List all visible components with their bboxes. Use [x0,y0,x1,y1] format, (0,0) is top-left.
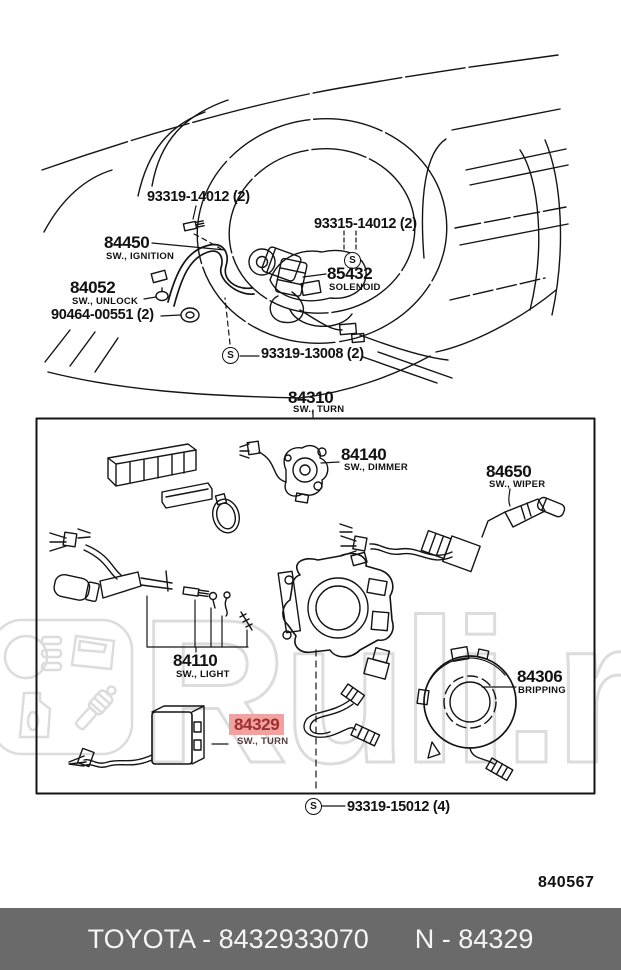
part-caption-84306: BRIPPING [518,685,566,696]
screw-symbol-letter: S [349,254,356,266]
part-label-93319-15012: 93319-15012 (4) [347,799,450,815]
screw-symbol-letter: S [310,800,317,812]
part-label-84052: 84052 [70,278,116,297]
watermark-text: Ruli.ru [140,577,621,806]
watermark-logo [0,618,134,756]
part-label-84140: 84140 [341,445,387,464]
part-caption-85432: SOLENOID [329,282,381,293]
part-label-84450: 84450 [104,233,150,252]
part-label-93319-14012: 93319-14012 (2) [147,189,250,205]
screw-symbol-letter: S [227,349,234,361]
part-label-84110: 84110 [173,651,218,670]
page-code: 840567 [538,874,595,891]
footer-brand-part: TOYOTA - 8432933070 [87,923,369,954]
screw-symbol-bottom: S [305,798,322,815]
footer-ref: N - 84329 [414,923,534,954]
part-label-84650: 84650 [486,462,532,481]
part-label-85432: 85432 [327,264,373,283]
part-caption-84140: SW., DIMMER [344,462,408,473]
part-label-93315-14012: 93315-14012 (2) [314,216,417,232]
screw-symbol-top: S [344,252,361,269]
part-label-84329-highlighted: 84329 [229,714,285,735]
part-caption-84329: SW., TURN [237,736,289,747]
part-caption-84052: SW., UNLOCK [72,296,139,307]
part-label-84310: 84310 [288,388,334,407]
screw-symbol-mid: S [222,347,239,364]
part-caption-84650: SW., WIPER [489,479,546,490]
part-label-84306: 84306 [517,667,563,686]
part-caption-84110: SW., LIGHT [176,669,230,680]
footer-bar: TOYOTA - 8432933070 N - 84329 [0,908,621,970]
part-label-90464-00551: 90464-00551 (2) [51,307,154,323]
part-caption-84310: SW., TURN [293,404,345,415]
part-caption-84450: SW., IGNITION [106,251,175,262]
part-label-93319-13008: 93319-13008 (2) [261,346,364,362]
